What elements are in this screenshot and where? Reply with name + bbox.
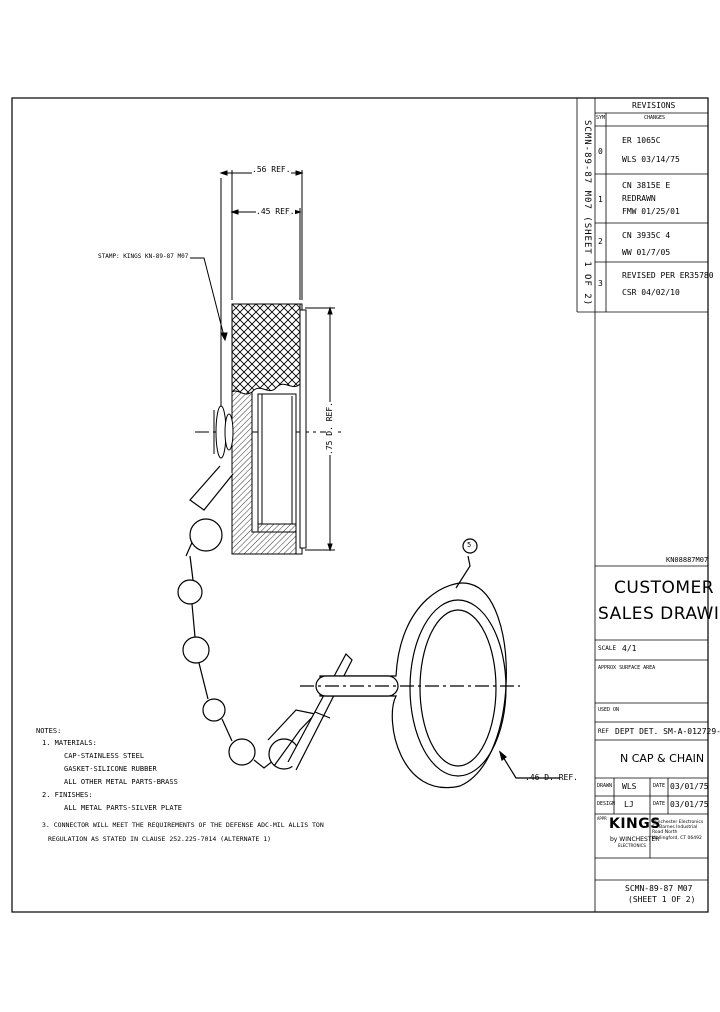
scale-label: SCALE (598, 645, 617, 652)
footer-line2: (SHEET 1 OF 2) (628, 895, 696, 904)
side-title: SCMN-89-87 M07 (SHEET 1 OF 2) (582, 120, 592, 307)
design-date-label: DATE (653, 801, 666, 807)
design-date: 03/01/75 (670, 800, 709, 809)
revision-2-line2: WW 01/7/05 (622, 248, 671, 257)
design-label: DESIGN (597, 801, 616, 807)
revision-sym-1: 1 (598, 195, 603, 204)
note-line: GASKET-SILICONE RUBBER (64, 765, 157, 773)
drawn-date: 03/01/75 (670, 782, 709, 791)
revision-sym-3: 3 (598, 279, 603, 288)
footer-line1: SCMN-89-87 M07 (625, 884, 693, 893)
revision-0-line2: WLS 03/14/75 (622, 155, 680, 164)
dim-56-ref: .56 REF. (252, 165, 291, 174)
revision-0-line1: ER 1065C (622, 136, 661, 145)
note-line: CAP-STAINLESS STEEL (64, 752, 145, 760)
ref-value: DEPT DET. SM-A-012729-2 (615, 727, 720, 736)
revision-3-line2: CSR 04/02/10 (622, 288, 680, 297)
revision-2-line1: CN 3935C 4 (622, 231, 671, 240)
dim-45-ref: .45 REF. (256, 207, 295, 216)
note-line: ALL METAL PARTS-SILVER PLATE (64, 804, 183, 812)
split-ring (300, 538, 560, 789)
note-line: 1. MATERIALS: (42, 739, 97, 747)
appr-label: APPR (597, 816, 607, 821)
revision-sym-2: 2 (598, 237, 603, 246)
sales-drawing-title: SALES DRAWING (598, 604, 720, 624)
scale-value: 4/1 (622, 644, 637, 653)
stamp-note: STAMP: KINGS KN-89-87 M07 (98, 253, 189, 260)
used-on-label: USED ON (598, 707, 620, 713)
revision-1-line2: REDRAWN (622, 194, 656, 203)
cap-drawing (190, 170, 345, 555)
revision-3-line1: REVISED PER ER35780 (622, 271, 714, 280)
kings-logo-sub2: ELECTRONICS (618, 843, 646, 848)
revision-1-line1: CN 3815E E (622, 181, 671, 190)
kings-logo-sub: by WINCHESTER (610, 836, 660, 843)
dim-46-ref: .46 D. REF. (525, 773, 578, 782)
drawn-date-label: DATE (653, 783, 666, 789)
drawn-label: DRAWN (597, 783, 613, 789)
sheet-border (11, 97, 709, 913)
note-line: 2. FINISHES: (42, 791, 93, 799)
part-description: N CAP & CHAIN (620, 752, 705, 765)
revision-sym-0: 0 (598, 147, 603, 156)
drawn-value: WLS (622, 782, 637, 791)
title-block (576, 98, 708, 912)
note-line: REGULATION AS STATED IN CLAUSE 252.225-7… (48, 835, 272, 843)
ref-label: REF (598, 728, 609, 735)
note-line: 3. CONNECTOR WILL MEET THE REQUIREMENTS … (42, 821, 324, 829)
surface-area-label: APPROX SURFACE AREA (598, 665, 656, 671)
customer-title: CUSTOMER (614, 578, 715, 598)
part-number: KN08887M07 (666, 556, 709, 564)
kings-address: Winchester Electronics 62 Barnes Industr… (652, 820, 704, 841)
revisions-col-sym: SYM (596, 115, 606, 121)
dim-75-ref: .75 D. REF. (325, 402, 334, 455)
balloon-5: 5 (467, 541, 472, 549)
design-value: LJ (624, 800, 634, 809)
notes-title: NOTES: (36, 727, 62, 735)
revisions-col-changes: CHANGES (644, 115, 666, 121)
revisions-title: REVISIONS (632, 101, 676, 110)
kings-logo: KINGS (609, 816, 661, 832)
note-line: ALL OTHER METAL PARTS-BRASS (64, 778, 178, 786)
revision-1-line3: FMW 01/25/01 (622, 207, 680, 216)
